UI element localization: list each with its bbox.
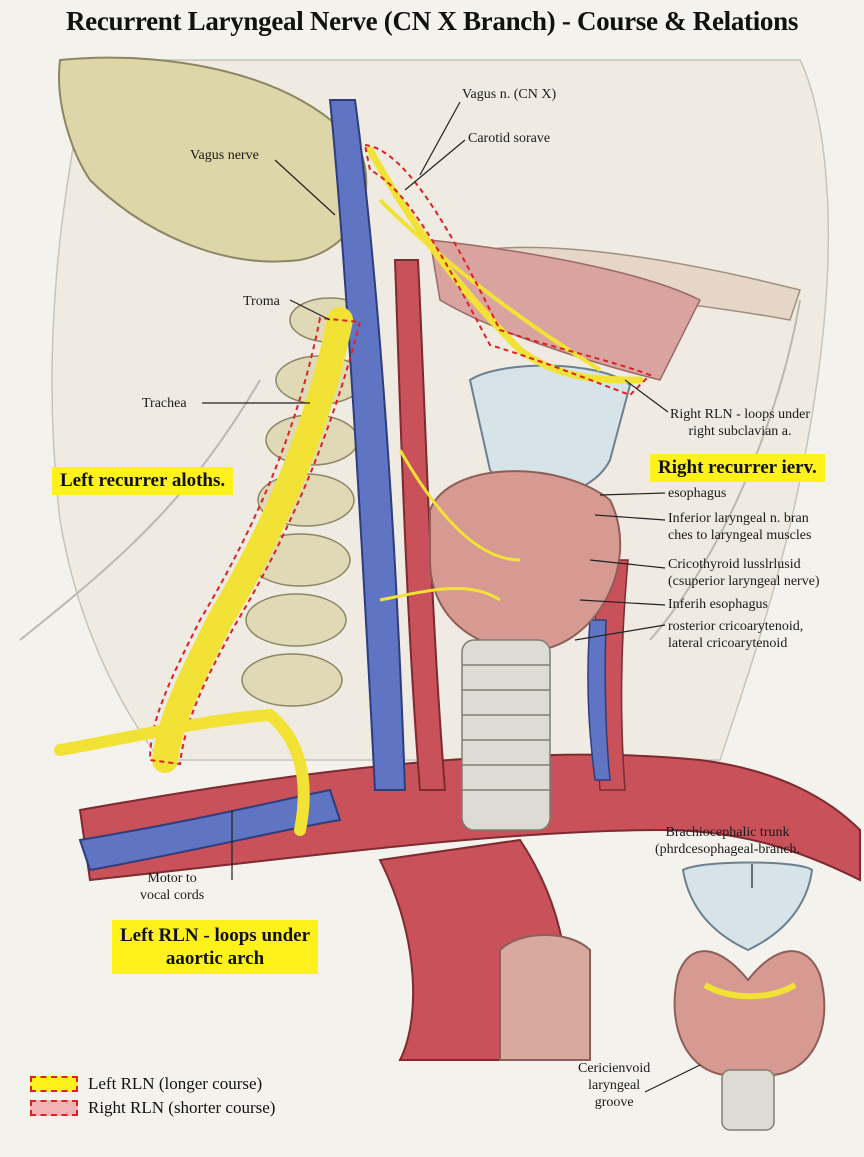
label-inferior-laryngeal-line1: Inferior laryngeal n. bran (668, 511, 809, 526)
right-jugular (587, 619, 611, 781)
inset-larynx (673, 861, 826, 1131)
inner-laryngeal-branch (398, 449, 521, 562)
esophagus-tube (499, 934, 591, 1061)
label-brachio-line1: Brachiocephalic trunk (665, 825, 790, 840)
label-posterior-cricoarytenoid: rosterior cricoarytenoid, lateral cricoa… (668, 618, 803, 652)
left-rln-course (152, 307, 353, 773)
inferior-laryngeal-branch (379, 586, 501, 602)
neck-outline-right (649, 299, 801, 641)
label-cricothyroid-line1: Cricothyroid lusslrlusid (668, 557, 801, 572)
label-trachea: Trachea (142, 396, 187, 411)
label-right-rln-loop-line1: Right RLN - loops under (670, 407, 810, 422)
highlight-left-recurrent: Left recurrer aloths. (52, 467, 234, 495)
label-inferior-esophagus: Inferih esophagus (668, 597, 768, 612)
label-cricoid-line3: groove (594, 1095, 634, 1110)
highlight-right-recurrent: Right recurrer ierv. (650, 454, 825, 482)
inset-trachea (721, 1069, 775, 1131)
skull (58, 56, 368, 263)
label-carotid-sorave: Carotid sorave (468, 131, 551, 146)
legend-swatch-right-rln (30, 1100, 78, 1116)
legend-swatch-left-rln (30, 1076, 78, 1092)
label-esophagus: esophagus (668, 486, 727, 501)
left-rln-outline (148, 316, 362, 766)
common-carotid-artery (393, 259, 447, 791)
label-posterior-crico-line1: rosterior cricoarytenoid, (668, 619, 804, 634)
highlight-left-rln-aortic: Left RLN - loops under aaortic arch (112, 920, 319, 974)
strap-muscle (429, 239, 702, 381)
vagus-nerve (366, 146, 644, 384)
label-vagus-nerve: Vagus nerve (190, 148, 259, 163)
label-motor-vocal-cords: Motor to vocal cords (140, 870, 204, 904)
brachiocephalic-vein (78, 788, 342, 872)
internal-jugular-vein (328, 99, 407, 791)
label-brachiocephalic-trunk: Brachiocephalic trunk (phrdcesophageal-b… (655, 824, 800, 858)
legend-label-left-rln: Left RLN (longer course) (88, 1074, 263, 1093)
label-inferior-laryngeal-line2: ches to laryngeal muscles (668, 528, 812, 543)
label-vagus-cn: Vagus n. (CN X) (462, 87, 557, 102)
left-rln-loop (54, 708, 310, 836)
legend: Left RLN (longer course) Right RLN (shor… (30, 1072, 275, 1120)
highlight-left-rln-line1: Left RLN - loops under (120, 925, 311, 946)
label-motor-line1: Motor to (147, 871, 197, 886)
label-cricoid-line2: laryngeal (588, 1078, 641, 1093)
legend-label-right-rln: Right RLN (shorter course) (88, 1098, 276, 1117)
label-motor-line2: vocal cords (140, 888, 205, 903)
label-cricoid-groove: Cericienvoid laryngeal groove (578, 1060, 650, 1111)
legend-item-left-rln: Left RLN (longer course) (30, 1072, 275, 1096)
label-posterior-crico-line2: lateral cricoarytenoid (668, 636, 788, 651)
page-title: Recurrent Laryngeal Nerve (CN X Branch) … (65, 6, 799, 36)
right-rln-outline (363, 143, 652, 397)
label-brachio-line2: (phrdcesophageal-branch. (655, 842, 800, 857)
thyroid-gland (429, 470, 622, 652)
highlight-left-rln-line2: aaortic arch (165, 948, 265, 969)
leader-lines (202, 101, 753, 1093)
label-inferior-laryngeal: Inferior laryngeal n. bran ches to laryn… (668, 510, 811, 544)
inset-thyroid-gland (673, 950, 826, 1077)
label-right-rln-loop: Right RLN - loops under right subclavian… (670, 406, 810, 440)
label-troma: Troma (243, 294, 280, 309)
label-cricothyroid: Cricothyroid lusslrlusid (csuperior lary… (668, 556, 820, 590)
trachea (461, 639, 551, 831)
legend-item-right-rln: Right RLN (shorter course) (30, 1096, 275, 1120)
inset-thyroid-cartilage (681, 861, 814, 952)
label-right-rln-loop-line2: right subclavian a. (688, 424, 792, 439)
label-cricoid-line1: Cericienvoid (578, 1061, 651, 1076)
label-cricothyroid-line2: (csuperior laryngeal nerve) (668, 574, 820, 589)
neck-outline-left (19, 379, 261, 641)
inset-nerve-band (703, 982, 797, 1000)
